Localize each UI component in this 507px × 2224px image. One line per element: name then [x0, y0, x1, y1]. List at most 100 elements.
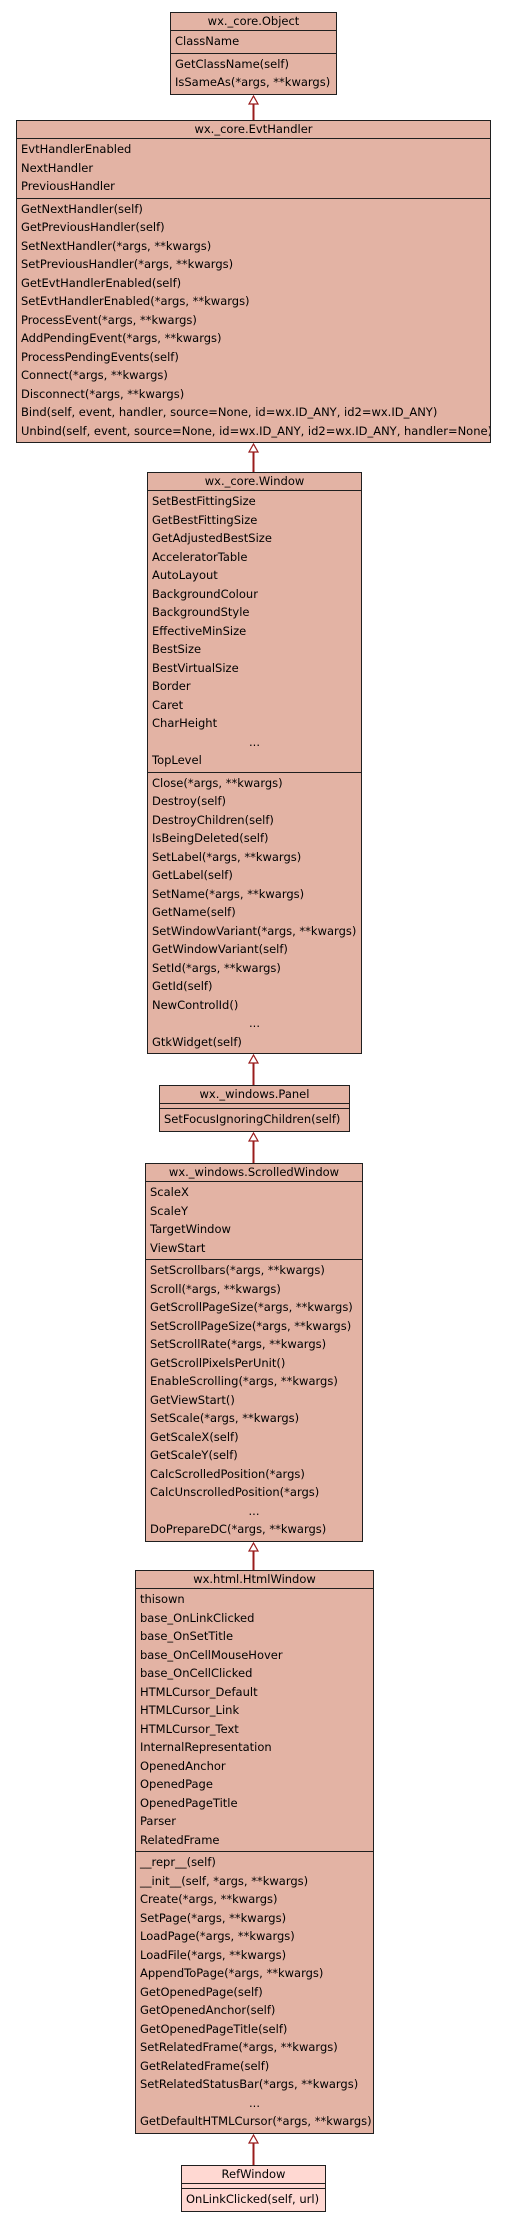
method: GetLabel(self) — [152, 868, 233, 882]
attribute: CharHeight — [152, 716, 218, 730]
attribute: Caret — [152, 697, 184, 712]
attribute: OpenedPageTitle — [140, 1795, 238, 1810]
inheritance-arrowhead — [247, 1053, 260, 1064]
method: Close(*args, **kwargs) — [152, 775, 283, 790]
method: __repr__(self) — [140, 1855, 216, 1869]
method: GetNextHandler(self) — [21, 201, 143, 216]
method: GetEvtHandlerEnabled(self) — [21, 275, 182, 290]
method: GetScaleY(self) — [150, 1448, 238, 1462]
method: SetScrollRate(*args, **kwargs) — [150, 1337, 327, 1351]
attribute: ViewStart — [150, 1240, 206, 1255]
attribute: base_OnCellClicked — [140, 1666, 253, 1680]
method: AppendToPage(*args, **kwargs) — [140, 1966, 324, 1980]
attribute: NextHandler — [21, 160, 94, 175]
method: SetScrollbars(*args, **kwargs) — [150, 1263, 325, 1277]
attribute: RelatedFrame — [140, 1832, 220, 1847]
method: DoPrepareDC(*args, **kwargs) — [150, 1522, 327, 1536]
attribute: base_OnCellMouseHover — [140, 1647, 283, 1662]
method: Disconnect(*args, **kwargs) — [21, 386, 185, 401]
ellipsis: ... — [249, 1016, 260, 1030]
attribute: BestVirtualSize — [152, 660, 239, 675]
attribute: ScaleY — [150, 1203, 188, 1218]
attribute: base_OnLinkClicked — [140, 1610, 255, 1625]
attribute: HTMLCursor_Text — [140, 1721, 239, 1736]
attributes-section — [160, 1104, 349, 1109]
class-name: RefWindow — [182, 2166, 325, 2184]
attribute: TargetWindow — [150, 1222, 231, 1236]
ellipsis: ... — [249, 2095, 260, 2110]
method: GetDefaultHTMLCursor(*args, **kwargs) — [140, 2114, 372, 2128]
class-name: wx._windows.ScrolledWindow — [146, 1164, 362, 1182]
method: GetScrollPageSize(*args, **kwargs) — [150, 1300, 353, 1314]
attribute: TopLevel — [152, 753, 202, 767]
method: SetFocusIgnoringChildren(self) — [164, 1112, 341, 1126]
method: Bind(self, event, handler, source=None, … — [21, 405, 438, 419]
method: GetOpenedAnchor(self) — [140, 2003, 276, 2017]
ellipsis: ... — [249, 734, 260, 749]
method: ProcessEvent(*args, **kwargs) — [21, 312, 197, 327]
attributes-section: thisown base_OnLinkClicked base_OnSetTitle… — [136, 1589, 373, 1852]
method: GetId(self) — [152, 979, 213, 993]
method: OnLinkClicked(self, url) — [186, 2192, 320, 2206]
method: GetOpenedPage(self) — [140, 1984, 263, 1999]
attribute: BackgroundStyle — [152, 605, 250, 619]
attribute: GetBestFittingSize — [152, 512, 258, 527]
method: Create(*args, **kwargs) — [140, 1892, 278, 1906]
method: AddPendingEvent(*args, **kwargs) — [21, 331, 222, 345]
method: SetWindowVariant(*args, **kwargs) — [152, 923, 357, 938]
method: SetScale(*args, **kwargs) — [150, 1411, 300, 1425]
attribute: thisown — [140, 1592, 185, 1606]
method: Connect(*args, **kwargs) — [21, 368, 168, 382]
attribute: GetAdjustedBestSize — [152, 531, 272, 545]
inheritance-arrowhead — [247, 442, 260, 453]
class-name: wx._core.Object — [171, 13, 336, 31]
attribute: ScaleX — [150, 1185, 189, 1199]
attribute: PreviousHandler — [21, 179, 115, 193]
method: SetNextHandler(*args, **kwargs) — [21, 238, 212, 253]
method: GtkWidget(self) — [152, 1034, 242, 1049]
inheritance-arrowhead — [247, 2133, 260, 2144]
methods-section: GetNextHandler(self)GetPreviousHandler(s… — [17, 199, 490, 443]
method: __init__(self, *args, **kwargs) — [140, 1873, 309, 1888]
attribute: EvtHandlerEnabled — [21, 142, 132, 156]
class-name: wx._windows.Panel — [160, 1086, 349, 1104]
attribute: HTMLCursor_Default — [140, 1684, 258, 1699]
method: ProcessPendingEvents(self) — [21, 349, 179, 364]
method: Destroy(self) — [152, 794, 227, 808]
method: NewControlId() — [152, 997, 239, 1012]
methods-section: __repr__(self) __init__(self, *args, **kw… — [136, 1852, 373, 2133]
attribute: AcceleratorTable — [152, 549, 248, 564]
attribute: BestSize — [152, 642, 202, 656]
method: GetScaleX(self) — [150, 1429, 239, 1444]
attribute: InternalRepresentation — [140, 1740, 272, 1754]
inheritance-arrowhead — [247, 94, 260, 105]
method: GetViewStart() — [150, 1392, 235, 1407]
class-name: wx._core.Window — [148, 473, 361, 491]
methods-section: Close(*args, **kwargs)Destroy(self)Destr… — [148, 773, 361, 1054]
attribute: AutoLayout — [152, 568, 218, 582]
class-box-wx-html-htmlwindow: wx.html.HtmlWindow thisown base_OnLinkClic… — [135, 1570, 374, 2134]
attribute: OpenedPage — [140, 1777, 213, 1791]
attributes-section: ClassName — [171, 31, 336, 54]
attribute: EffectiveMinSize — [152, 623, 247, 638]
attribute: base_OnSetTitle — [140, 1629, 234, 1643]
attribute: ClassName — [175, 34, 240, 48]
method: LoadFile(*args, **kwargs) — [140, 1947, 287, 1962]
method: SetPage(*args, **kwargs) — [140, 1910, 287, 1925]
inheritance-arrowhead — [247, 1131, 260, 1142]
class-name: wx.html.HtmlWindow — [136, 1571, 373, 1589]
method: SetId(*args, **kwargs) — [152, 960, 281, 975]
attribute: BackgroundColour — [152, 586, 258, 601]
attribute: HTMLCursor_Link — [140, 1703, 240, 1717]
method: SetRelatedFrame(*args, **kwargs) — [140, 2040, 338, 2054]
attributes-section — [182, 2184, 325, 2189]
